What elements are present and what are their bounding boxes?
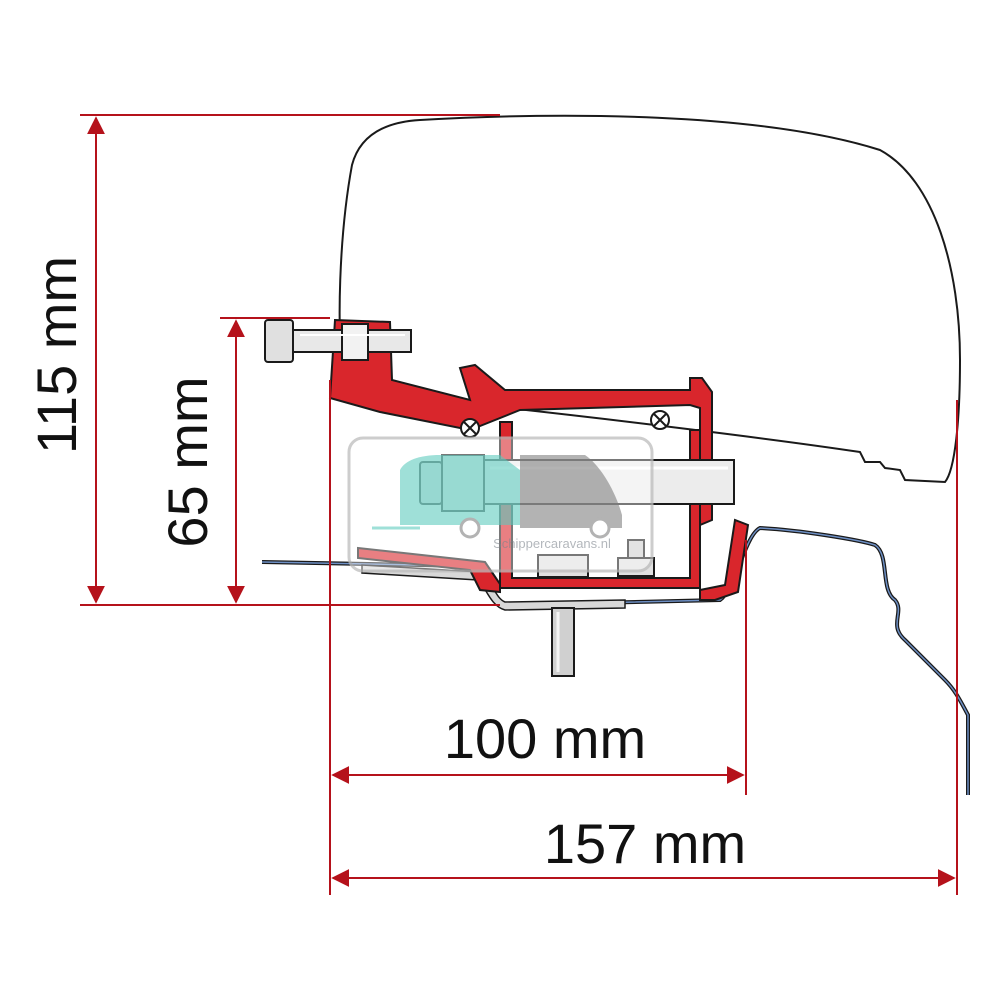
- caravan-icon: [400, 455, 520, 525]
- dim-label-115: 115 mm: [25, 256, 88, 454]
- awning-cassette: [338, 114, 962, 484]
- watermark-logo: Schippercaravans.nl: [347, 436, 654, 573]
- dim-label-100: 100 mm: [444, 707, 646, 770]
- dim-label-65: 65 mm: [156, 376, 219, 547]
- bottom-bolt: [551, 607, 575, 677]
- dimension-lines: [80, 114, 958, 895]
- vehicle-roof-profile: [261, 525, 970, 795]
- clamp-bolt: [264, 319, 412, 363]
- watermark-text: Schippercaravans.nl: [493, 536, 611, 551]
- van-icon: [520, 455, 622, 528]
- dim-label-157: 157 mm: [544, 812, 746, 875]
